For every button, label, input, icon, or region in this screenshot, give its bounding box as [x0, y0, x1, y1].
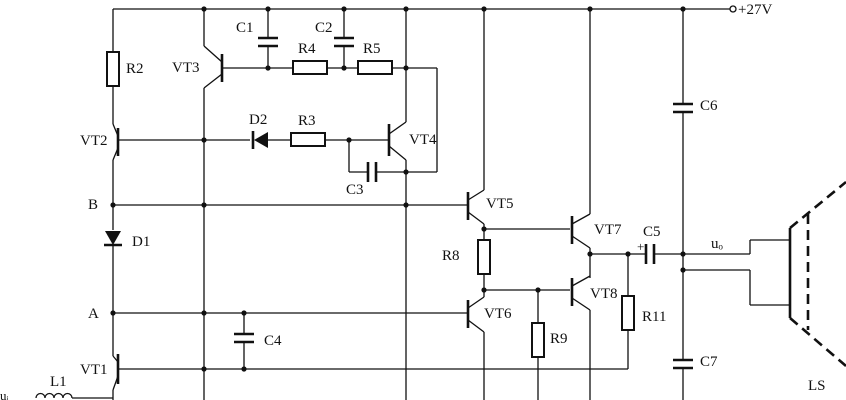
vt7-label: VT7 [594, 222, 622, 238]
d2-label: D2 [249, 112, 267, 128]
vt8-label: VT8 [590, 286, 618, 302]
supply-label: +27V [738, 2, 772, 18]
d1-label: D1 [132, 234, 150, 250]
speaker-ls [788, 180, 846, 367]
diode-d2 [251, 131, 268, 149]
c5-label: C5 [643, 224, 661, 240]
r11-label: R11 [642, 309, 666, 325]
vt2-label: VT2 [80, 133, 108, 149]
c6-label: C6 [700, 98, 718, 114]
speaker-label: LS [808, 378, 826, 394]
vt4-label: VT4 [409, 132, 437, 148]
resistor-r4 [292, 60, 328, 75]
vt3-label: VT3 [172, 60, 200, 76]
transistor-vt2 [112, 123, 150, 161]
transistor-vt1 [112, 354, 150, 400]
r4-label: R4 [298, 41, 316, 57]
resistor-r8 [477, 239, 491, 275]
c3-label: C3 [346, 182, 364, 198]
resistor-r9 [531, 322, 545, 358]
c7-label: C7 [700, 354, 718, 370]
vt1-label: VT1 [80, 362, 108, 378]
capacitor-c4 [234, 332, 254, 344]
transistor-vt6 [466, 296, 485, 333]
r2-label: R2 [126, 61, 144, 77]
vt5-label: VT5 [486, 196, 514, 212]
supply-rail [113, 5, 737, 13]
node-b-label: B [88, 197, 98, 213]
diode-d1 [104, 231, 122, 247]
transistor-vt5 [466, 189, 485, 225]
c1-label: C1 [236, 20, 254, 36]
r5-label: R5 [363, 41, 381, 57]
transistor-vt8 [570, 275, 591, 311]
transistor-vt3 [203, 30, 293, 89]
resistor-r5 [357, 60, 393, 75]
r8-label: R8 [442, 248, 460, 264]
resistor-r11 [621, 295, 635, 331]
capacitor-c7 [673, 358, 693, 370]
r9-label: R9 [550, 331, 568, 347]
c2-label: C2 [315, 20, 333, 36]
resistor-r2 [106, 51, 120, 87]
capacitor-c1 [258, 36, 278, 48]
c4-label: C4 [264, 333, 282, 349]
input-label: uᵢ [0, 388, 10, 400]
l1-label: L1 [50, 374, 67, 390]
c5-polarity: + [637, 239, 644, 254]
capacitor-c2 [334, 36, 354, 48]
transistor-vt4 [387, 121, 407, 161]
inductor-l1 [35, 392, 113, 399]
r3-label: R3 [298, 113, 316, 129]
capacitor-c3 [366, 162, 378, 182]
capacitor-c6 [673, 102, 693, 114]
capacitor-c5 [644, 244, 656, 264]
vt6-label: VT6 [484, 306, 512, 322]
transistor-vt7 [570, 213, 591, 249]
node-a-label: A [88, 306, 99, 322]
resistor-r3 [290, 132, 326, 147]
output-voltage-label: uₒ [711, 236, 724, 252]
